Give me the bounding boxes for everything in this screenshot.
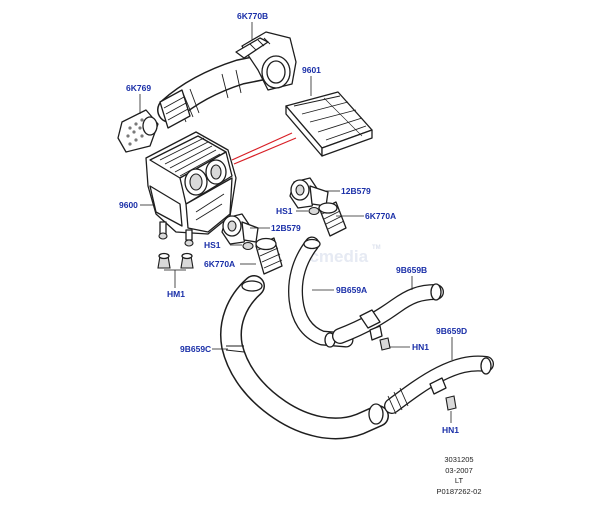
part-hm1-mounts [157,252,194,269]
watermark-text: ilcmedia [300,247,369,266]
label-6k770a-right: 6K770A [365,211,396,221]
label-hs1-right: HS1 [276,206,293,216]
filter-fitment-indicator [231,132,297,165]
part-labels: 6K770B 6K769 9601 9600 12B579 HS1 6K770A… [119,11,467,435]
watermark: ilcmedia TM [300,245,381,266]
part-hn1-bottom [445,395,457,411]
part-9600-air-cleaner [145,131,237,247]
part-hs1-clip-left [242,241,254,251]
label-hn1-bottom: HN1 [442,425,459,435]
ref-line-3: LT [454,476,464,485]
part-9b659a-hose [288,236,354,348]
part-6k769-seal [117,109,159,153]
leader-lines [139,22,453,423]
part-9b659d-pipe [384,355,494,415]
watermark-tm: TM [372,245,381,251]
label-9b659b: 9B659B [396,265,427,275]
part-9b659b-pipe [332,283,444,344]
part-hs1-clip-right [308,206,320,216]
label-9b659d: 9B659D [436,326,467,336]
ref-line-4: P0187262-02 [436,486,482,496]
label-9b659c: 9B659C [180,344,211,354]
part-12b579-maf-sensor-right [289,177,329,209]
label-6k769: 6K769 [126,83,151,93]
label-9600: 9600 [119,200,138,210]
label-6k770a-left: 6K770A [204,259,235,269]
label-12b579-right: 12B579 [341,186,371,196]
label-9601: 9601 [302,65,321,75]
ref-line-2: 03-2007 [445,465,473,475]
part-6k770a-bellows-right [318,201,347,237]
label-12b579-left: 12B579 [271,223,301,233]
part-6k770b-intake-duct [157,31,297,129]
label-hs1-left: HS1 [204,240,221,250]
label-hn1-mid: HN1 [412,342,429,352]
label-hm1: HM1 [167,289,185,299]
label-6k770b: 6K770B [237,11,268,21]
part-9b659c-hose [220,275,389,440]
ref-line-1: 3031205 [444,455,474,464]
drawing-reference-block: 3031205 03-2007 LT P0187262-02 [424,455,494,497]
part-9601-air-filter [285,91,373,157]
part-6k770a-bellows-left [255,237,283,275]
part-hn1-mid [379,337,391,351]
part-12b579-maf-sensor-left [221,213,259,245]
label-9b659a: 9B659A [336,285,367,295]
